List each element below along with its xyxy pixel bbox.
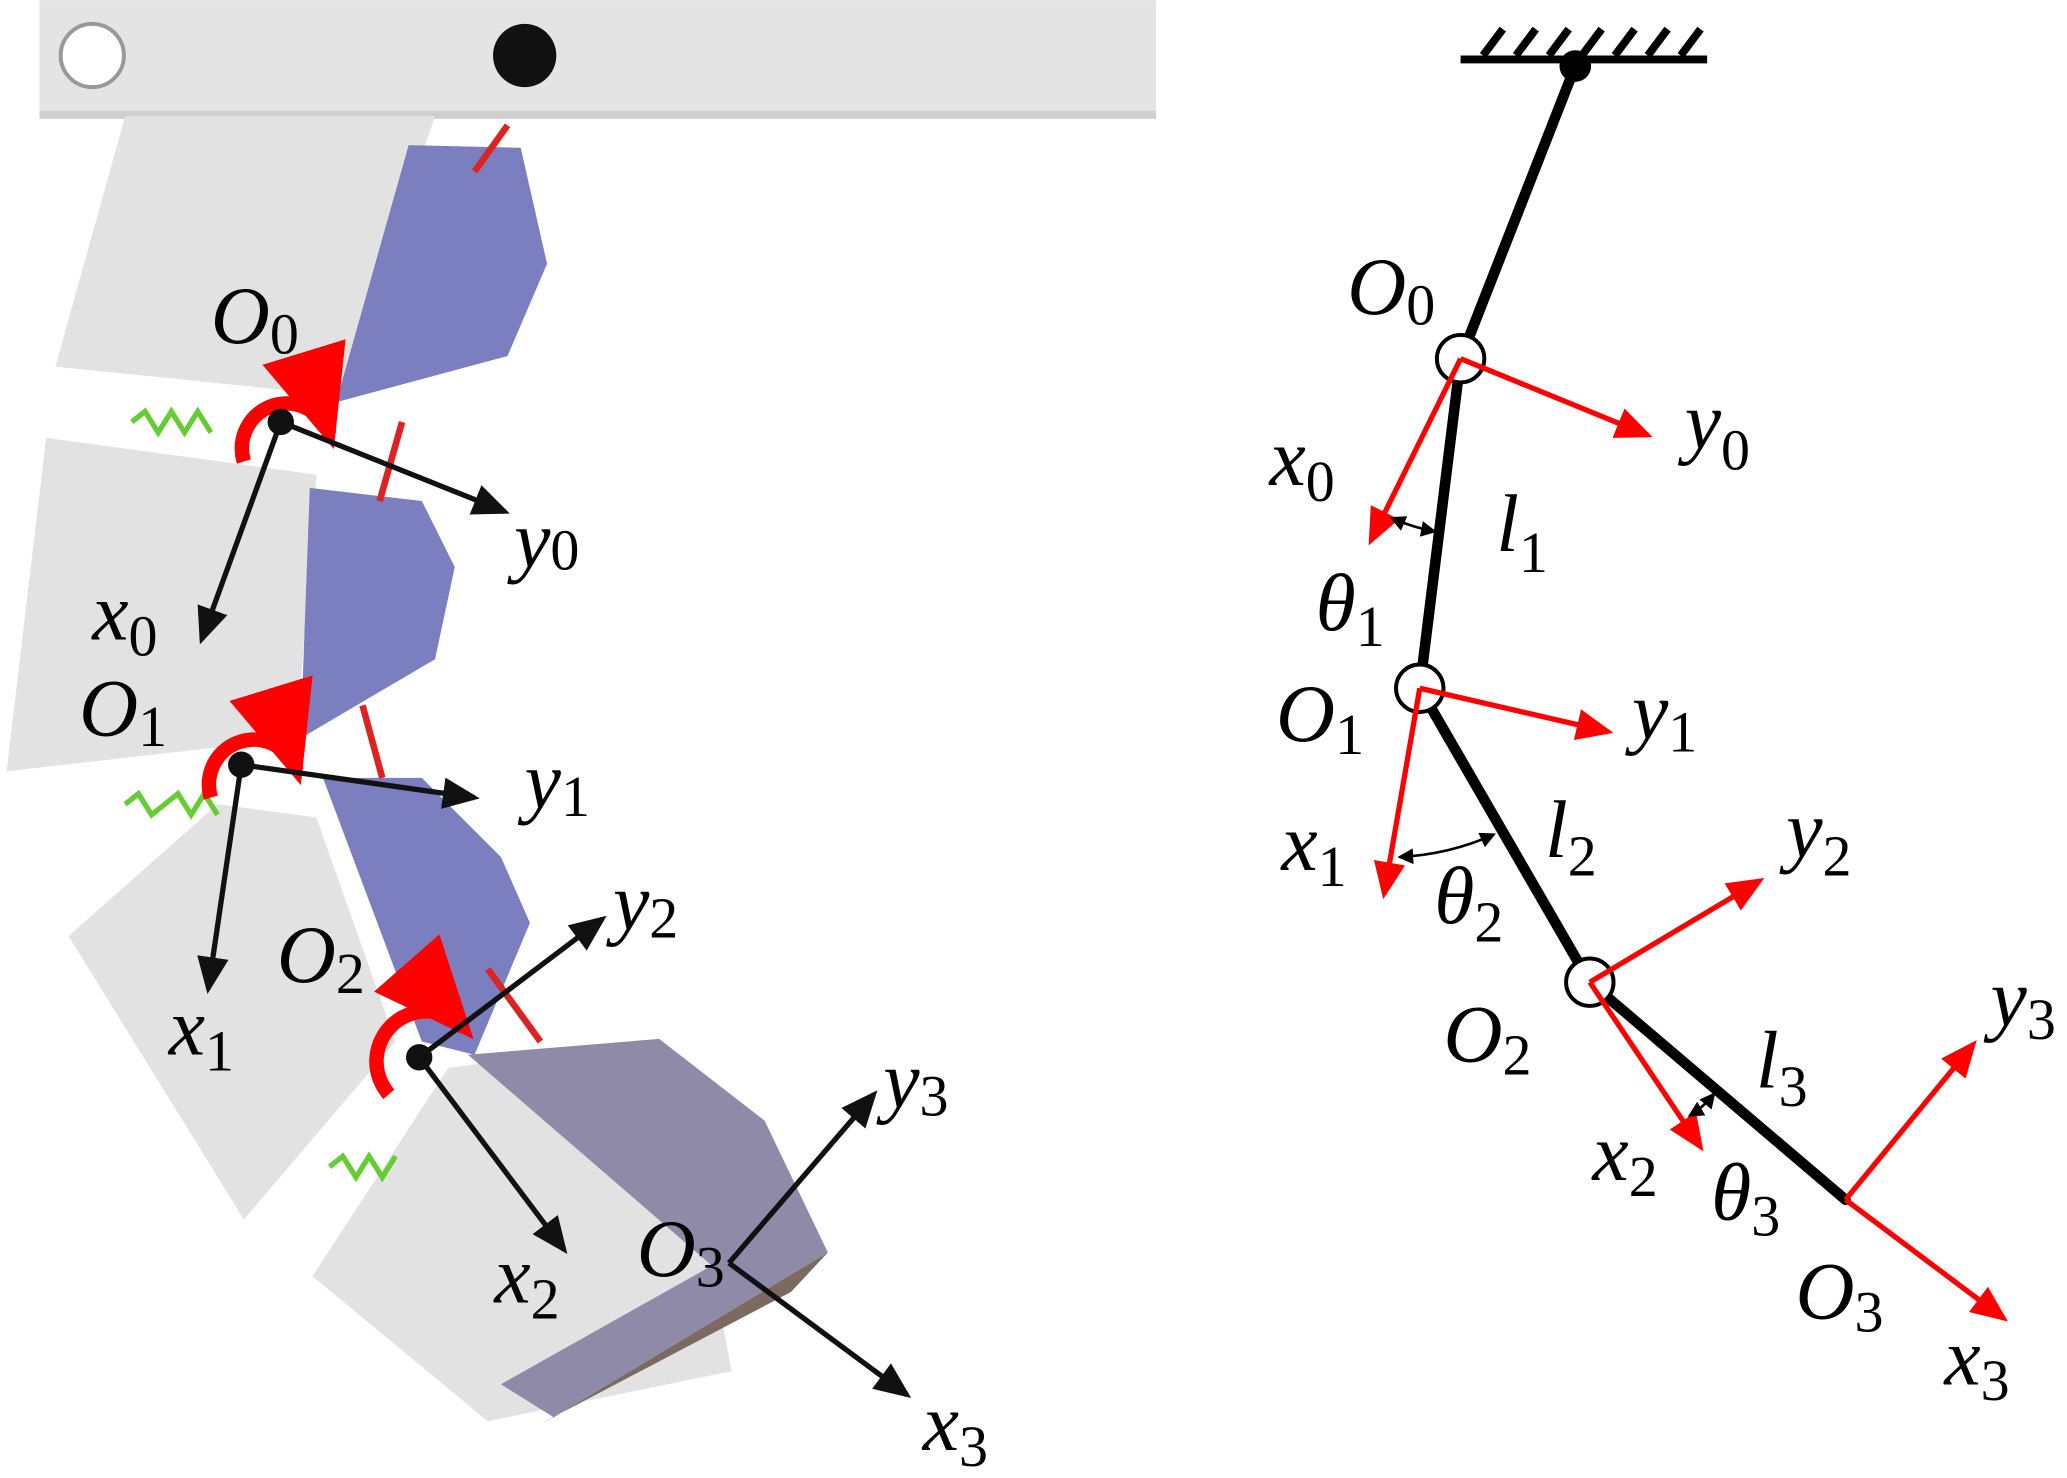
frame-axes-right bbox=[1368, 356, 2008, 1322]
label-O1-left: O1 bbox=[79, 663, 167, 760]
blue-block-3 bbox=[322, 777, 530, 1055]
label-O0-left: O0 bbox=[211, 270, 299, 367]
label-l3: l3 bbox=[1756, 1015, 1808, 1119]
label-y0-left: y0 bbox=[507, 494, 579, 585]
label-y2-left: y2 bbox=[606, 856, 678, 950]
label-O1-right: O1 bbox=[1276, 668, 1364, 767]
label-theta3: θ3 bbox=[1711, 1146, 1780, 1248]
mount-hole bbox=[493, 23, 557, 88]
blue-block-1 bbox=[336, 145, 548, 403]
label-x1-left: x1 bbox=[168, 982, 234, 1084]
joint-circles bbox=[1394, 332, 1616, 1008]
label-y1-right: y1 bbox=[1625, 665, 1697, 764]
label-l1: l1 bbox=[1496, 478, 1548, 585]
label-x1-right: x1 bbox=[1280, 797, 1346, 899]
label-x2-left: x2 bbox=[493, 1230, 559, 1332]
gray-block-1 bbox=[55, 116, 436, 396]
blue-block-2 bbox=[300, 487, 455, 739]
label-x2-right: x2 bbox=[1591, 1107, 1657, 1209]
rendered-robot-model: O0 x0 y0 O1 y1 O2 x1 y2 y3 O3 x2 x3 bbox=[6, 0, 1157, 1478]
label-y0-right: y0 bbox=[1678, 375, 1750, 482]
links bbox=[1414, 60, 1851, 1205]
label-theta1: θ1 bbox=[1316, 557, 1385, 659]
label-theta2: θ2 bbox=[1434, 850, 1503, 954]
springs bbox=[123, 406, 398, 1183]
tendons bbox=[359, 123, 544, 1044]
label-y3-right: y3 bbox=[1984, 953, 2056, 1052]
label-O2-right: O2 bbox=[1443, 988, 1531, 1087]
label-x3-left: x3 bbox=[922, 1377, 988, 1478]
label-l2: l2 bbox=[1545, 784, 1597, 888]
label-O3-left: O3 bbox=[637, 1203, 725, 1300]
label-x3-right: x3 bbox=[1943, 1311, 2009, 1413]
mounting-bar bbox=[39, 0, 1157, 119]
label-x0-right: x0 bbox=[1268, 412, 1334, 514]
label-y2-right: y2 bbox=[1779, 784, 1851, 888]
label-O0-right: O0 bbox=[1347, 241, 1435, 338]
end-block bbox=[467, 1038, 828, 1418]
label-y3-left: y3 bbox=[876, 1034, 948, 1128]
label-y1-left: y1 bbox=[518, 735, 590, 829]
mount-hole bbox=[58, 21, 126, 90]
label-x0-left: x0 bbox=[91, 566, 157, 668]
label-O3-right: O3 bbox=[1795, 1245, 1883, 1344]
rotation-arrows bbox=[201, 339, 474, 1100]
frame-axes-left bbox=[197, 419, 912, 1398]
label-O2-left: O2 bbox=[277, 909, 365, 1006]
angle-arcs bbox=[1389, 516, 1716, 1117]
gray-block-3 bbox=[68, 804, 396, 1220]
kinematic-schematic: O0 y0 x0 l1 θ1 O1 y1 l2 y2 x1 θ2 O2 y3 l… bbox=[1268, 26, 2056, 1413]
